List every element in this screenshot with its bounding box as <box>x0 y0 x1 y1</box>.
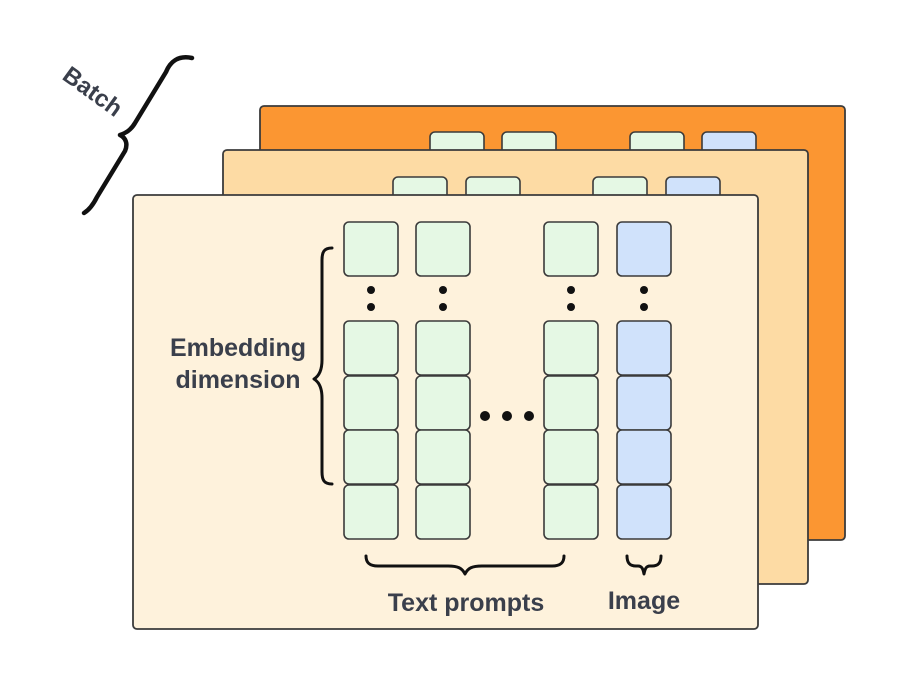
text-prompt-column-n <box>543 221 599 540</box>
text-prompts-brace <box>364 554 566 576</box>
text-prompt-column-2 <box>415 221 471 540</box>
text-token-cell <box>543 375 599 431</box>
text-token-cell <box>415 429 471 485</box>
vertical-ellipsis-dot <box>439 286 447 294</box>
text-token-cell <box>415 484 471 540</box>
text-token-cell <box>543 221 599 277</box>
vertical-ellipsis-dot <box>567 286 575 294</box>
text-token-cell <box>543 320 599 376</box>
vertical-ellipsis-dot <box>640 286 648 294</box>
embedding-dimension-label-line1: Embedding <box>170 334 306 362</box>
image-token-cell <box>616 375 672 431</box>
embedding-dimension-brace <box>312 246 334 486</box>
image-token-cell <box>616 484 672 540</box>
image-brace <box>625 554 663 576</box>
text-token-cell <box>343 221 399 277</box>
text-token-cell <box>343 484 399 540</box>
vertical-ellipsis-dot <box>367 303 375 311</box>
embedding-dimension-label-line2: dimension <box>175 366 300 394</box>
text-token-cell <box>343 429 399 485</box>
text-token-cell <box>415 320 471 376</box>
text-token-cell <box>543 429 599 485</box>
vertical-ellipsis-dot <box>439 303 447 311</box>
image-label: Image <box>608 587 680 615</box>
vertical-ellipsis-dot <box>640 303 648 311</box>
text-token-cell <box>343 320 399 376</box>
text-token-cell <box>343 375 399 431</box>
text-token-cell <box>415 221 471 277</box>
vertical-ellipsis-dot <box>367 286 375 294</box>
batch-label: Batch <box>57 61 127 122</box>
text-prompt-column-1 <box>343 221 399 540</box>
image-column <box>616 221 672 540</box>
image-token-cell <box>616 320 672 376</box>
image-token-cell <box>616 429 672 485</box>
image-token-cell <box>616 221 672 277</box>
vertical-ellipsis-dot <box>567 303 575 311</box>
batch-brace <box>81 55 195 216</box>
text-token-cell <box>543 484 599 540</box>
text-prompts-label: Text prompts <box>388 589 545 617</box>
horizontal-ellipsis <box>480 411 534 421</box>
text-token-cell <box>415 375 471 431</box>
